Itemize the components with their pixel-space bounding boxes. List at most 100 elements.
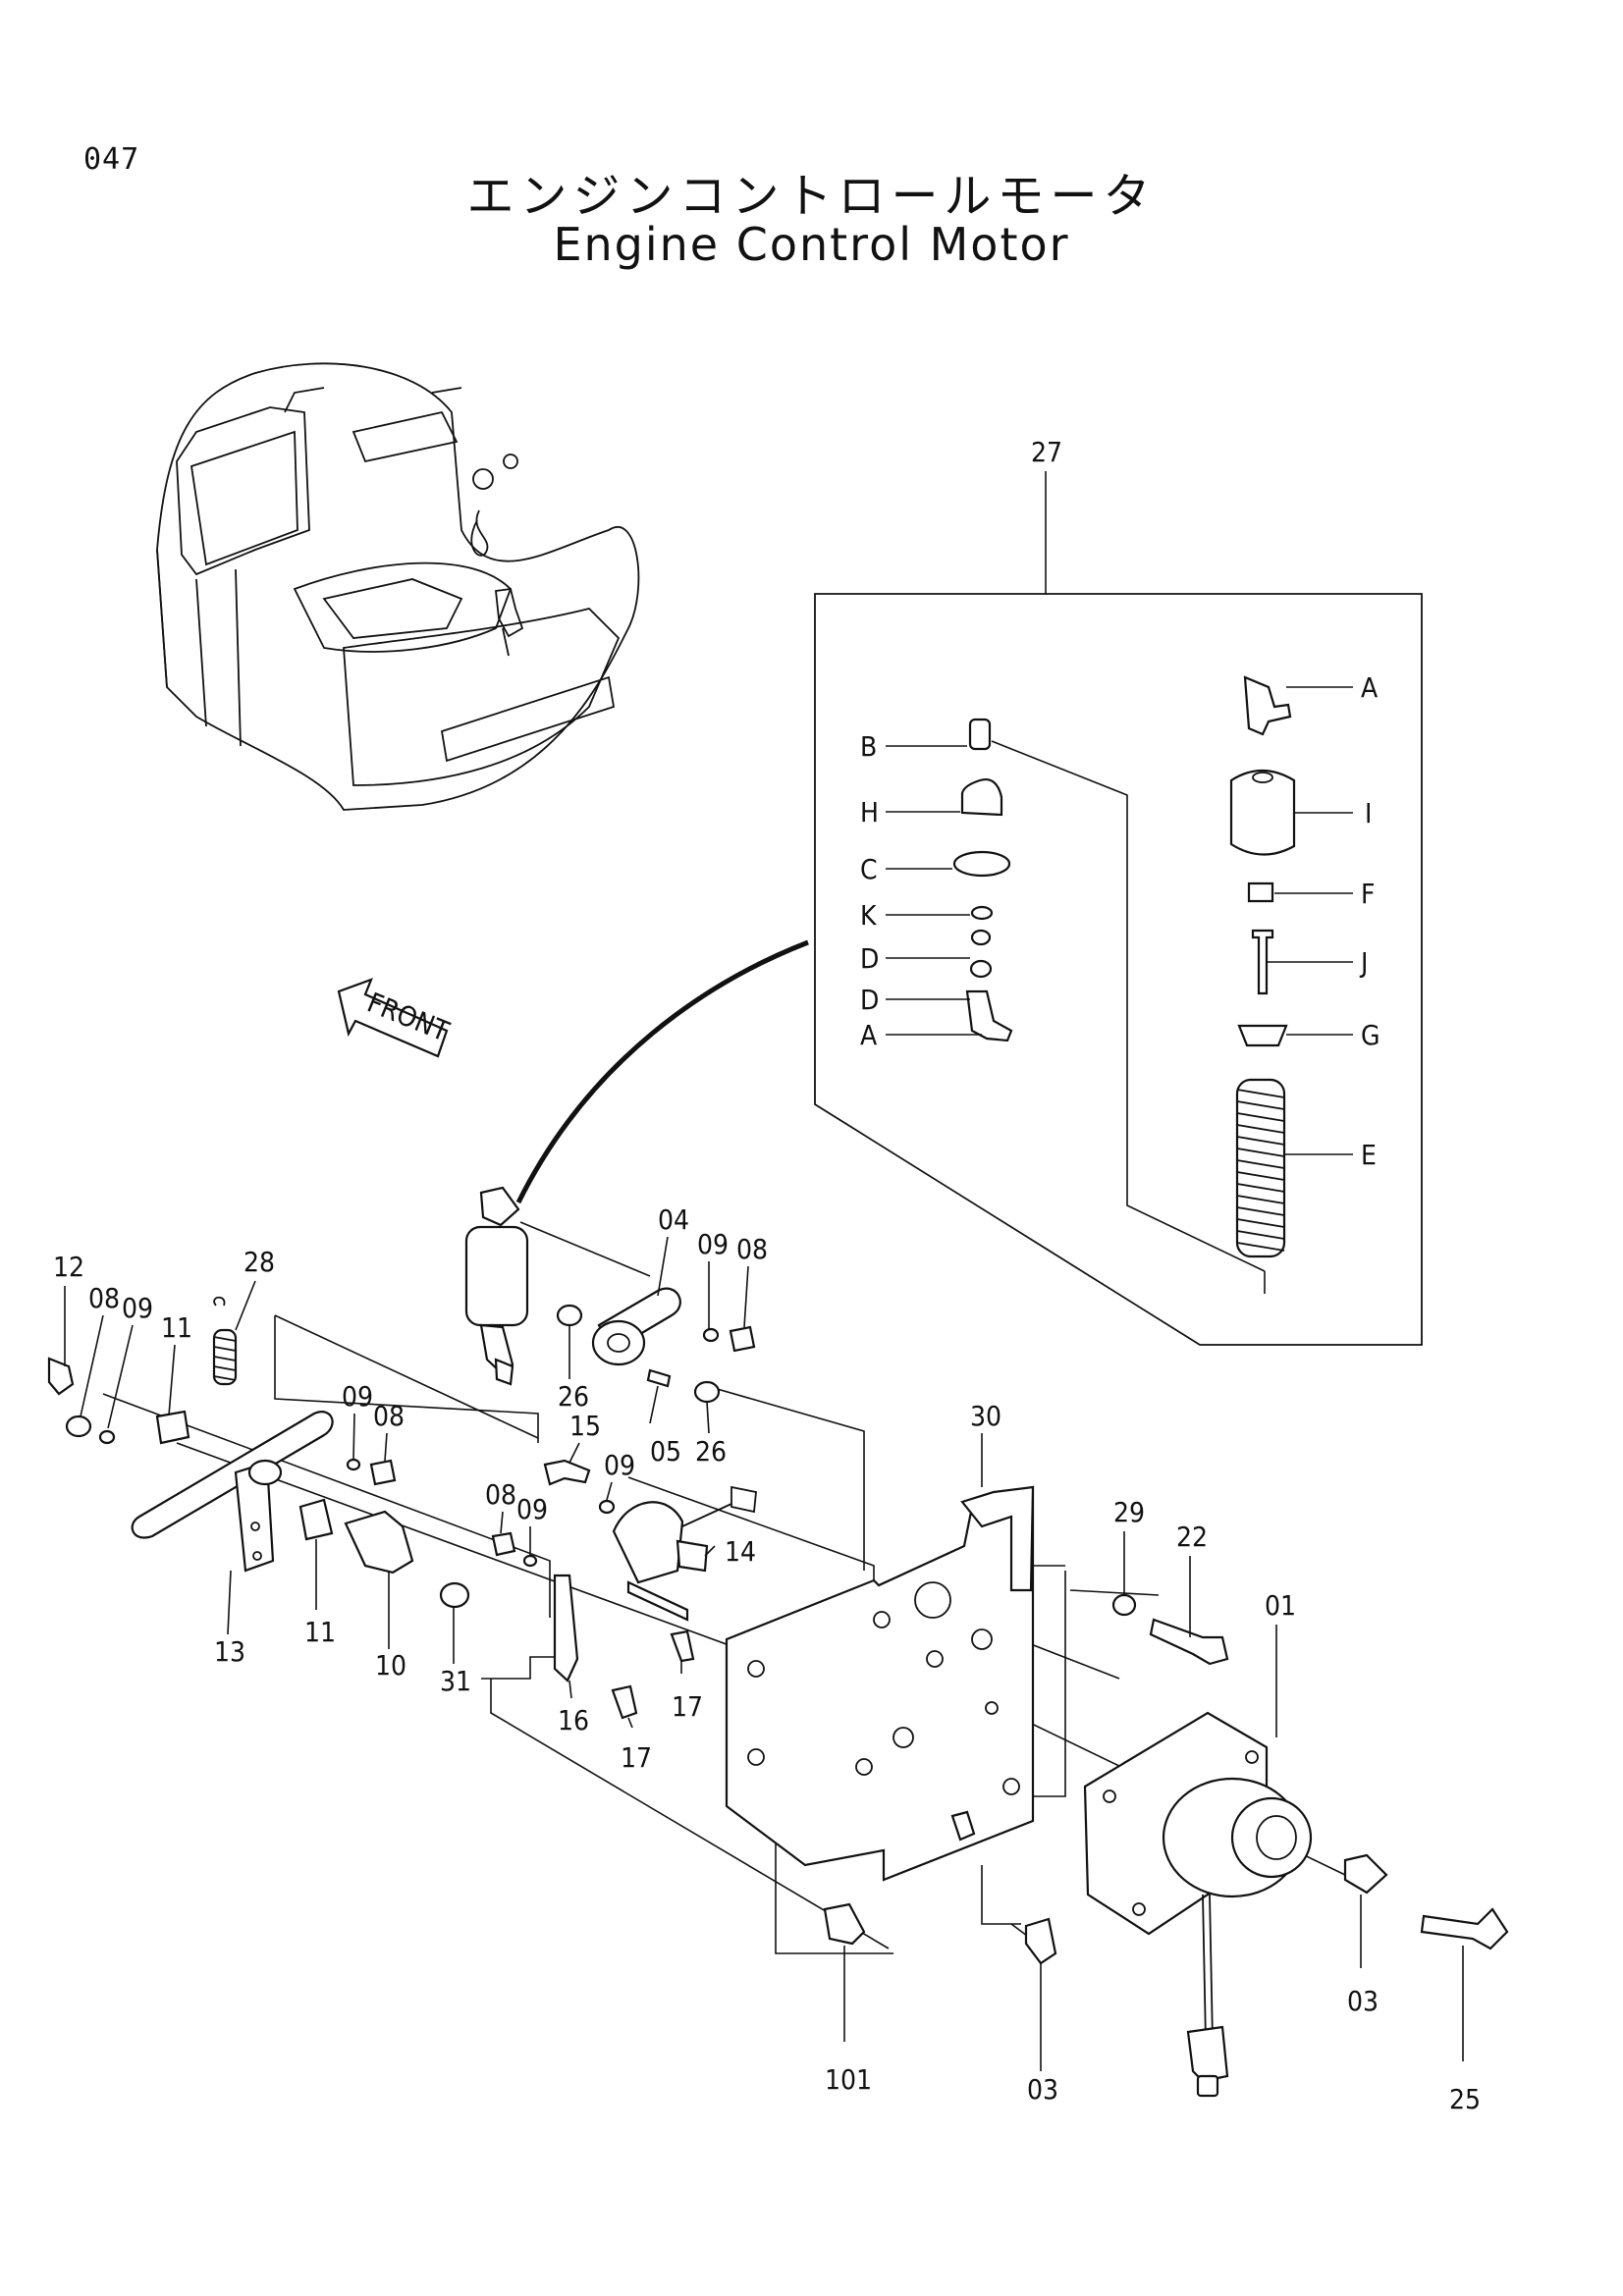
front-direction-arrow: FRONT — [337, 978, 454, 1058]
part-08-nut-left — [65, 1415, 92, 1438]
part-08-nut-arm — [729, 1325, 756, 1353]
part-D-spacer — [970, 929, 992, 946]
callout-04: 04 — [658, 1203, 689, 1236]
kit-label-I: I — [1365, 797, 1372, 829]
part-H-cap — [960, 778, 1003, 817]
callout-22: 22 — [1176, 1521, 1208, 1553]
callout-17: 17 — [621, 1741, 652, 1774]
part-25-bolt — [1420, 1907, 1509, 1950]
kit-label-F: F — [1361, 878, 1376, 910]
callout-31: 31 — [440, 1665, 471, 1697]
callout-03: 03 — [1347, 1985, 1379, 2017]
callout-16: 16 — [558, 1704, 589, 1736]
part-C-snap-ring — [952, 850, 1011, 878]
kit-label-A: A — [860, 1019, 878, 1051]
part-28-spring — [212, 1296, 238, 1386]
callout-12: 12 — [53, 1251, 84, 1283]
callout-10: 10 — [375, 1649, 406, 1682]
callout-11: 11 — [161, 1311, 192, 1344]
part-A-ball-joint — [965, 989, 1013, 1042]
callout-03: 03 — [1027, 2073, 1058, 2106]
part-I-cylinder — [1229, 770, 1296, 856]
part-09-washer-right — [522, 1554, 538, 1568]
callout-26: 26 — [695, 1435, 727, 1468]
part-17-screw-upper — [670, 1629, 695, 1663]
part-01-control-motor — [1083, 1711, 1313, 2098]
part-K-washer — [970, 905, 994, 921]
part-D-spacer-2 — [969, 959, 993, 979]
kit-label-D-2: D — [860, 984, 879, 1016]
part-F-screw — [1247, 881, 1274, 903]
kit-label-A-upper: A — [1361, 671, 1379, 704]
kit-label-J: J — [1359, 946, 1368, 979]
part-15-bolt — [543, 1459, 591, 1486]
control-cable — [515, 939, 809, 1204]
callout-01: 01 — [1265, 1589, 1296, 1622]
part-09-washer-sensor — [598, 1499, 616, 1515]
part-B-bushing — [968, 718, 992, 751]
callout-11: 11 — [304, 1616, 336, 1648]
kit-label-C: C — [860, 853, 878, 885]
part-101-bolt-washer — [950, 1810, 976, 1842]
kit-label-E: E — [1361, 1139, 1377, 1171]
actuator-rod-assembly — [464, 1186, 529, 1386]
part-03-clamp-right — [1343, 1853, 1388, 1895]
part-08-nut-mid — [369, 1459, 397, 1486]
part-05-pin — [646, 1368, 672, 1388]
part-16-bracket — [553, 1574, 579, 1682]
callout-09: 09 — [122, 1292, 153, 1324]
part-31-snap-ring — [439, 1581, 470, 1609]
page-title-english: Engine Control Motor — [553, 218, 1070, 271]
callout-13: 13 — [214, 1635, 245, 1668]
page-number: 047 — [83, 142, 140, 177]
part-30-mounting-bracket — [725, 1485, 1035, 1882]
kit-label-D: D — [860, 942, 879, 975]
callout-08: 08 — [373, 1400, 405, 1432]
part-09-washer-arm — [702, 1327, 720, 1343]
callout-27: 27 — [1031, 436, 1062, 468]
callout-leaders — [64, 1236, 1464, 2071]
part-G-cap — [1237, 1024, 1288, 1047]
part-03-clamp-left — [1024, 1917, 1057, 1965]
callout-25: 25 — [1449, 2083, 1481, 2115]
part-22-bolt — [1149, 1618, 1229, 1666]
part-12-clip — [47, 1357, 75, 1396]
callout-29: 29 — [1113, 1496, 1145, 1528]
machine-overview-illustration — [156, 362, 640, 811]
callout-30: 30 — [970, 1400, 1001, 1432]
part-11-collar-upper — [155, 1410, 190, 1445]
kit-27-breakdown: 27 — [814, 436, 1423, 1346]
part-11-collar-lower — [298, 1498, 334, 1541]
callout-09: 09 — [604, 1449, 635, 1481]
part-09-washer-left — [98, 1429, 116, 1445]
part-08-nut-right — [491, 1531, 516, 1557]
callout-28: 28 — [243, 1246, 275, 1278]
part-17-screw-lower — [611, 1684, 638, 1720]
callout-17: 17 — [672, 1690, 703, 1723]
kit-label-H: H — [860, 796, 879, 828]
callout-09: 09 — [342, 1380, 373, 1413]
callout-08: 08 — [88, 1282, 120, 1314]
kit-label-B: B — [860, 730, 877, 763]
part-E-spring — [1235, 1078, 1286, 1258]
callout-05: 05 — [650, 1435, 681, 1468]
kit-label-K: K — [860, 899, 878, 932]
kit-label-G: G — [1361, 1019, 1380, 1051]
callout-numbers: 12 08 09 11 28 09 08 11 13 10 31 15 08 0… — [53, 1203, 1481, 2115]
page-title-japanese: エンジンコントロールモータ — [466, 169, 1157, 224]
callout-26: 26 — [558, 1380, 589, 1413]
part-26-snap-ring-upper — [556, 1304, 583, 1327]
part-04-arm — [591, 1287, 681, 1366]
part-14-position-sensor — [612, 1485, 757, 1622]
part-10-pin — [344, 1510, 414, 1575]
part-101-bolt — [823, 1902, 866, 1946]
callout-08: 08 — [736, 1233, 768, 1265]
part-J-pin — [1251, 929, 1274, 995]
callout-09: 09 — [697, 1228, 729, 1260]
part-13-lever — [131, 1411, 334, 1573]
callout-08: 08 — [485, 1478, 516, 1511]
callout-15: 15 — [569, 1410, 601, 1442]
callout-101: 101 — [825, 2063, 872, 2096]
part-26-snap-ring-lower — [693, 1380, 721, 1404]
